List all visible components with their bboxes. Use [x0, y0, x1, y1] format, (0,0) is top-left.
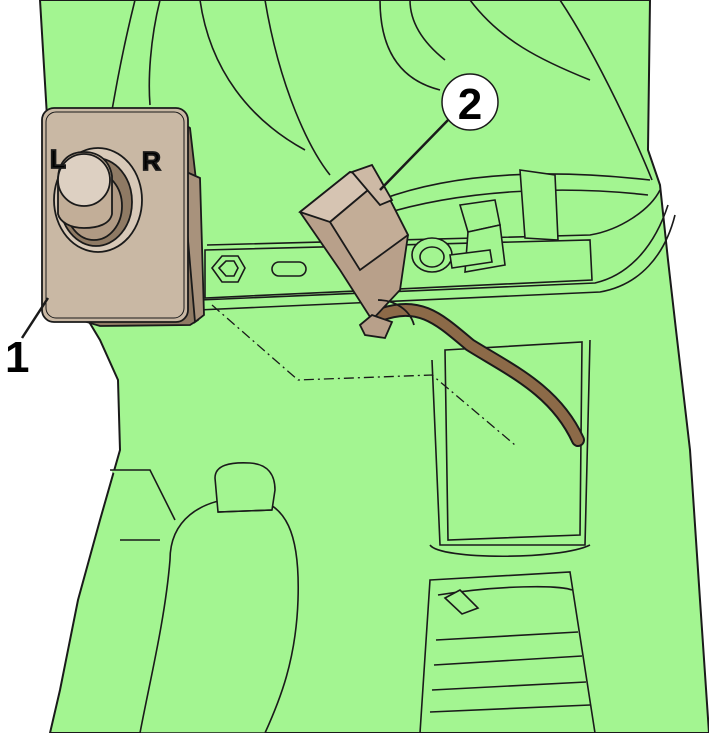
panel-contours — [111, 0, 676, 311]
callout-2-circle — [441, 73, 499, 131]
retaining-clip — [449, 169, 559, 273]
wiring-connector — [298, 163, 415, 339]
mirror-adjust-switch: L R — [41, 107, 205, 327]
callout-2: 2 — [379, 73, 499, 191]
bolt-head — [210, 255, 246, 283]
lower-pocket — [429, 339, 591, 558]
callout-1: 1 — [5, 297, 50, 382]
switch-letter-left: L — [50, 144, 66, 174]
callout-1-number: 1 — [5, 333, 29, 382]
leader-lines — [211, 304, 516, 446]
switch-letter-right: R — [142, 146, 161, 176]
callout-2-number: 2 — [458, 80, 482, 129]
mounting-slot — [271, 261, 307, 277]
speaker-grille — [419, 571, 596, 733]
armrest — [110, 462, 300, 733]
